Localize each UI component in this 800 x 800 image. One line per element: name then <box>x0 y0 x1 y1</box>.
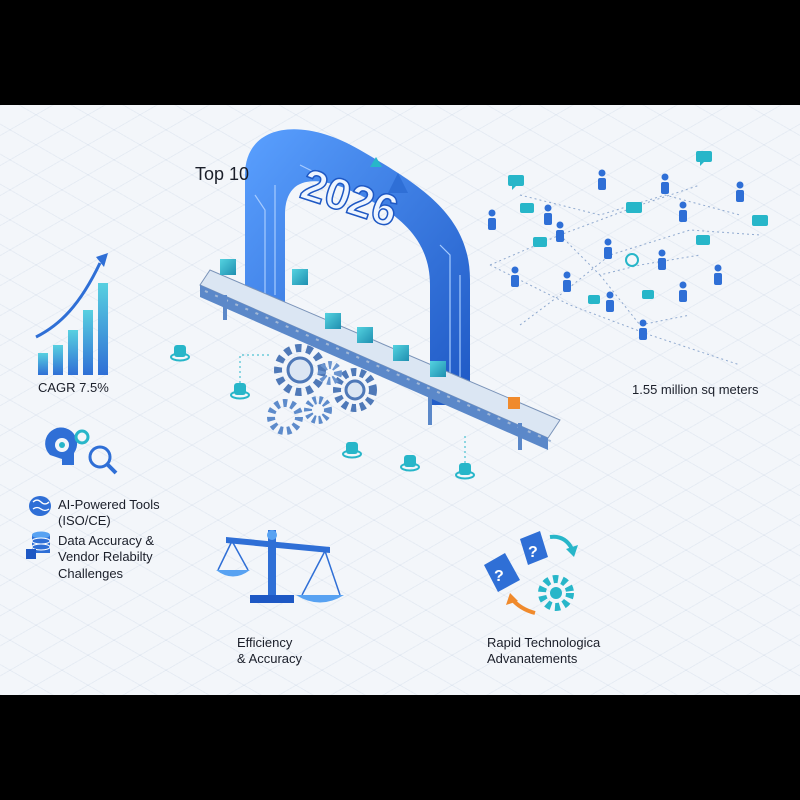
bar-2 <box>53 345 63 375</box>
node-5 <box>455 463 475 480</box>
gear-cluster-icon <box>267 344 377 435</box>
box-5 <box>393 345 409 361</box>
ai-tools-label: AI-Powered Tools (ISO/CE) <box>58 497 160 530</box>
bar-3 <box>68 330 78 375</box>
brain-gear-search-icon <box>45 427 118 475</box>
person-7 <box>556 221 564 242</box>
box-2 <box>292 269 308 285</box>
node-3 <box>342 442 362 459</box>
arch <box>245 129 470 405</box>
people-network-icon <box>488 151 768 366</box>
person-9 <box>658 249 666 270</box>
headline: Top 10 <box>195 164 250 184</box>
database-icon <box>26 531 51 559</box>
chat-bubble-9 <box>642 290 654 299</box>
person-10 <box>511 266 519 287</box>
cagr-label: CAGR 7.5% <box>38 380 109 395</box>
bar-5 <box>98 283 108 375</box>
person-15 <box>639 319 647 340</box>
person-14 <box>606 291 614 312</box>
bar-chart-icon <box>35 253 108 375</box>
chat-bubble-4 <box>626 202 642 213</box>
node-2 <box>230 383 250 400</box>
bar-1 <box>38 353 48 375</box>
ai-tools-line-1: AI-Powered Tools <box>58 497 160 512</box>
chat-bubble-7 <box>696 235 710 245</box>
person-11 <box>563 271 571 292</box>
box-4 <box>357 327 373 343</box>
box-orange <box>508 397 520 409</box>
data-accuracy-line-2: Vendor Relabilty <box>58 549 153 565</box>
illustration-canvas: 2026 <box>26 129 768 615</box>
node-1 <box>170 345 190 362</box>
chat-bubble-6 <box>533 237 547 247</box>
person-12 <box>714 264 722 285</box>
chat-bubble-1 <box>696 151 712 166</box>
person-6 <box>679 201 687 222</box>
network-node <box>625 253 639 267</box>
efficiency-line-1: Efficiency <box>237 635 293 650</box>
conveyor-arch-icon: 2026 <box>199 129 561 450</box>
data-accuracy-line-1: Data Accuracy & <box>58 533 155 548</box>
question-gear-cycle-icon: ? ? <box>484 531 578 615</box>
person-13 <box>679 281 687 302</box>
conveyor-belt <box>199 269 561 439</box>
chat-bubble-2 <box>508 175 524 190</box>
person-3 <box>736 181 744 202</box>
chat-bubble-3 <box>520 203 534 213</box>
chat-bubble-5 <box>752 215 768 226</box>
bar-4 <box>83 310 93 375</box>
rapid-line-1: Rapid Technologica <box>487 635 601 650</box>
node-4 <box>400 455 420 472</box>
ai-tools-line-2: (ISO/CE) <box>58 513 111 529</box>
person-8 <box>604 238 612 259</box>
person-5 <box>544 204 552 225</box>
box-3 <box>325 313 341 329</box>
box-6 <box>430 361 446 377</box>
area-label: 1.55 million sq meters <box>632 382 759 397</box>
data-accuracy-line-3: Challenges <box>58 565 124 581</box>
brain-icon <box>29 496 51 516</box>
scale-icon <box>216 530 344 603</box>
person-4 <box>488 209 496 230</box>
infographic-panel: 2026 <box>0 105 800 695</box>
efficiency-line-2: & Accuracy <box>237 651 303 667</box>
floating-nodes <box>170 345 475 480</box>
svg-text:?: ? <box>528 544 538 561</box>
svg-text:?: ? <box>494 568 504 585</box>
arrow-up <box>370 157 382 167</box>
efficiency-label: Efficiency & Accuracy <box>237 635 302 668</box>
person-2 <box>661 173 669 194</box>
box-1 <box>220 259 236 275</box>
person-1 <box>598 169 606 190</box>
chat-bubble-8 <box>588 295 600 304</box>
rapid-label: Rapid Technologica Advanatements <box>487 635 600 668</box>
rapid-line-2: Advanatements <box>487 651 578 667</box>
data-accuracy-label: Data Accuracy & Vendor Relabilty Challen… <box>58 533 154 582</box>
